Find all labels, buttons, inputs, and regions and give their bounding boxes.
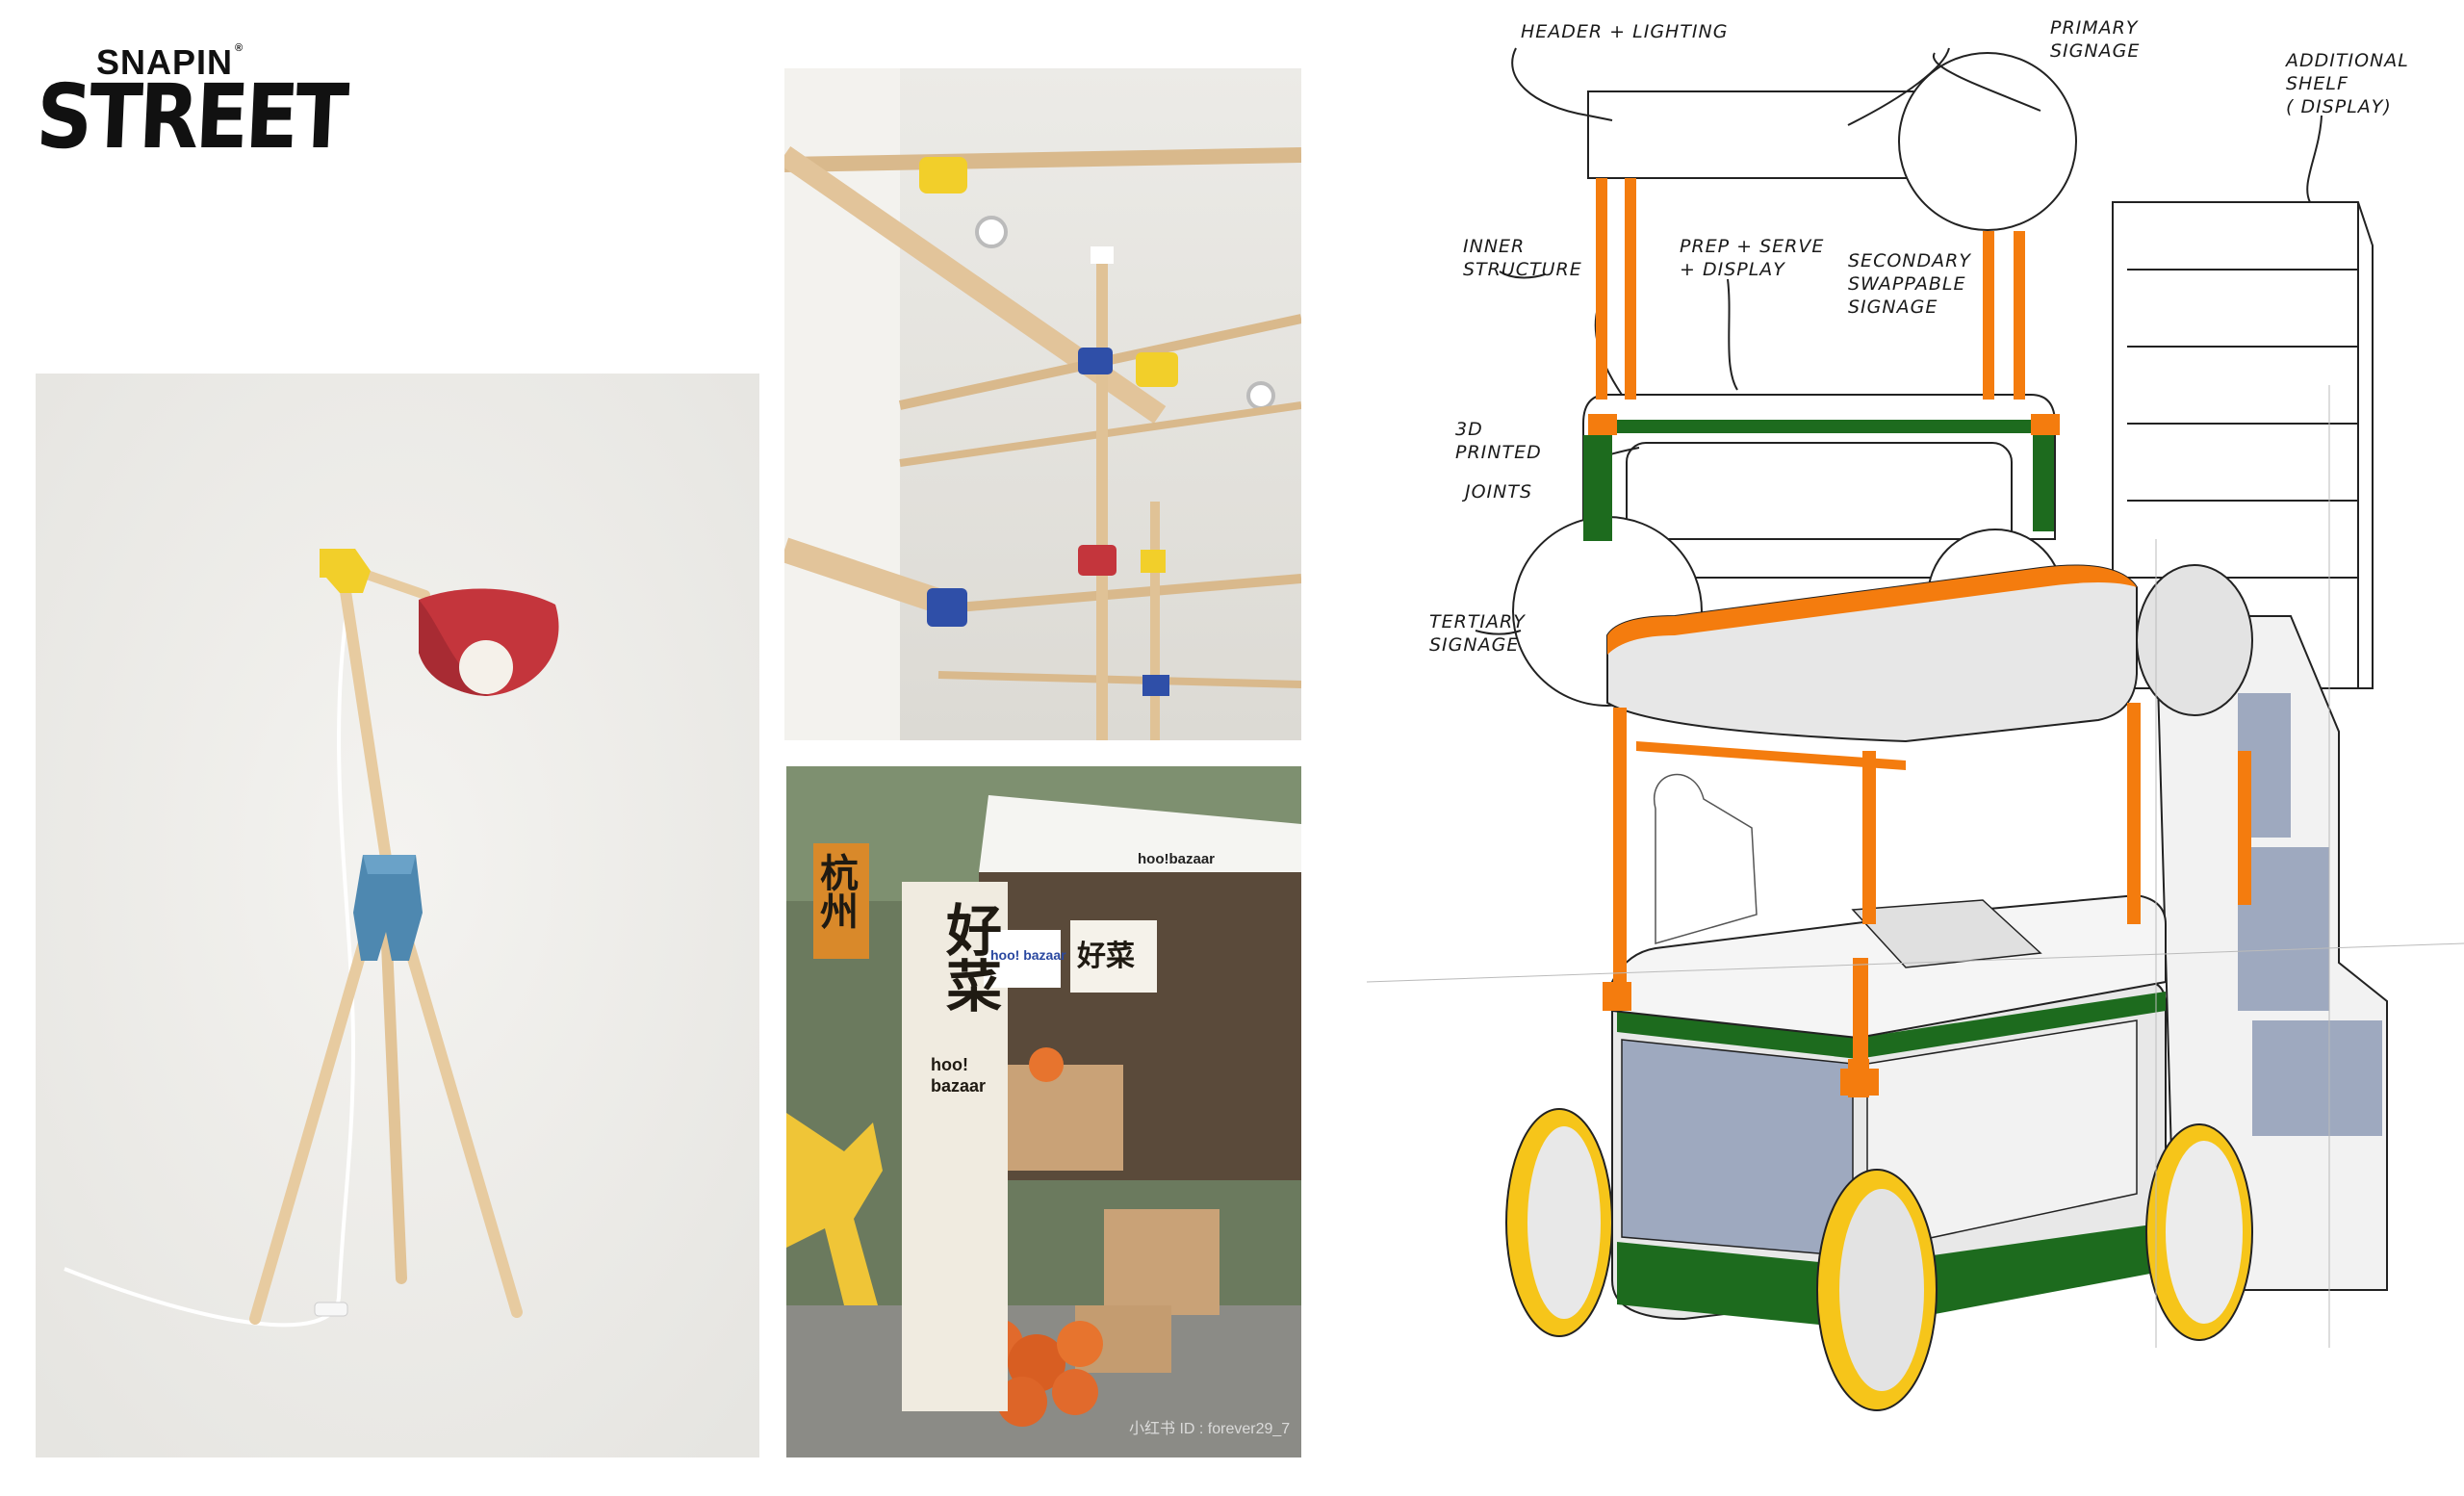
annotation-primary-signage: PRIMARY SIGNAGE [2050, 17, 2141, 62]
hanging-sign-chars: 好菜 [1077, 940, 1135, 973]
annotation-inner-structure: INNER STRUCTURE [1463, 236, 1582, 280]
lamp-photo [36, 374, 759, 1457]
cart-design-sketch: HEADER + LIGHTING PRIMARY SIGNAGE ADDITI… [1366, 0, 2464, 1491]
brand-main-word: STREET [34, 65, 347, 168]
banner-brand-line2: bazaar [931, 1076, 987, 1096]
lamp-illustration [36, 374, 759, 1457]
brand-logo: SNAPIN® STREET [34, 39, 347, 168]
banner-chars: 好菜 [937, 901, 1002, 1013]
annotation-3d-printed: 3D PRINTED [1455, 419, 1542, 463]
market-stall-photo: 杭州 好菜 hoo! bazaar hoo!bazaar 好菜 hoo! baz… [786, 766, 1301, 1457]
banner-brand-line1: hoo! [931, 1055, 968, 1074]
city-sign-text: 杭州 [813, 853, 858, 930]
annotation-tertiary-signage: TERTIARY SIGNAGE [1429, 611, 1526, 656]
structure-joints-photo [784, 68, 1301, 740]
market-scene-illustration [786, 766, 1301, 1457]
annotation-additional-shelf: ADDITIONAL SHELF ( DISPLAY) [2286, 50, 2409, 117]
awning-text: hoo!bazaar [1138, 851, 1216, 867]
hanging-sign-brand: hoo! bazaar [990, 947, 1066, 963]
annotation-secondary-signage: SECONDARY SWAPPABLE SIGNAGE [1848, 250, 1971, 318]
photo-watermark: 小红书 ID : forever29_7 [1129, 1421, 1291, 1437]
brand-top-word: SNAPIN® [96, 42, 244, 82]
annotation-header-lighting: HEADER + LIGHTING [1521, 21, 1729, 42]
cart-sketch-drawing [1366, 47, 2464, 1411]
timber-frame-illustration [784, 68, 1301, 740]
annotation-prep-serve-display: PREP + SERVE + DISPLAY [1680, 236, 1825, 280]
annotation-joints: JOINTS [1465, 481, 1533, 503]
